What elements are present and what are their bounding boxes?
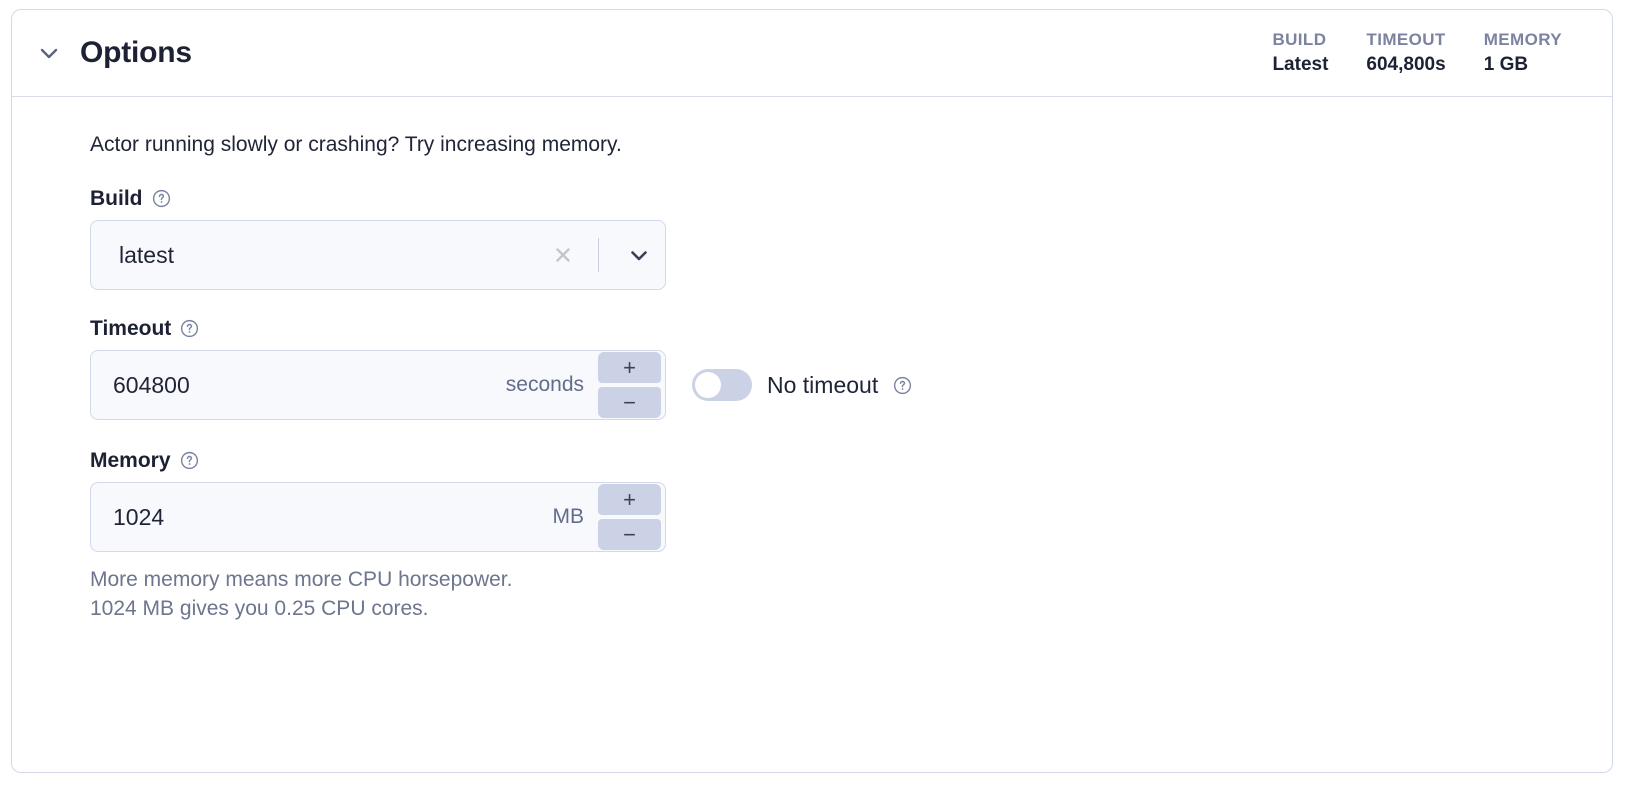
no-timeout-toggle[interactable] [692, 369, 752, 402]
stat-build: BUILD Latest [1272, 29, 1328, 78]
help-circle-icon[interactable] [180, 319, 199, 338]
memory-label: Memory [90, 449, 171, 473]
timeout-label: Timeout [90, 317, 172, 341]
help-circle-icon[interactable] [893, 376, 912, 395]
timeout-label-row: Timeout [90, 318, 1588, 339]
timeout-input-wrapper[interactable]: seconds + − [90, 350, 666, 421]
stat-timeout-label: TIMEOUT [1366, 29, 1446, 49]
memory-decrement-button[interactable]: − [598, 519, 661, 551]
memory-helper-text: More memory means more CPU horsepower. 1… [90, 566, 1588, 623]
memory-label-row: Memory [90, 450, 1588, 471]
page-title: Options [80, 36, 192, 69]
timeout-unit: seconds [505, 373, 584, 397]
panel-header: Options BUILD Latest TIMEOUT 604,800s ME… [12, 10, 1612, 97]
panel-header-left: Options [36, 38, 192, 68]
memory-input-wrapper[interactable]: MB + − [90, 482, 666, 553]
memory-increment-button[interactable]: + [598, 484, 661, 516]
chevron-down-icon[interactable] [36, 40, 62, 66]
help-circle-icon[interactable] [152, 189, 171, 208]
build-label-row: Build [90, 188, 1588, 209]
stat-memory-value: 1 GB [1483, 53, 1529, 75]
build-select[interactable]: latest [90, 220, 666, 291]
memory-input[interactable] [91, 502, 553, 532]
build-label: Build [90, 187, 143, 211]
memory-helper-line-1: More memory means more CPU horsepower. [90, 568, 513, 592]
stat-memory: MEMORY 1 GB [1484, 29, 1562, 78]
no-timeout-label: No timeout [767, 371, 879, 398]
stat-build-label: BUILD [1272, 29, 1327, 49]
close-icon[interactable] [546, 244, 580, 266]
timeout-stepper: + − [598, 352, 665, 419]
help-circle-icon[interactable] [180, 451, 199, 470]
timeout-input[interactable] [91, 370, 506, 400]
options-panel: Options BUILD Latest TIMEOUT 604,800s ME… [11, 9, 1613, 773]
memory-field: Memory MB + − More memory me [90, 450, 1588, 623]
timeout-field: Timeout seconds + − [90, 318, 1588, 421]
timeout-increment-button[interactable]: + [598, 352, 661, 384]
chevron-down-icon[interactable] [613, 243, 665, 267]
build-select-value: latest [119, 241, 174, 268]
stat-build-value: Latest [1272, 53, 1329, 75]
intro-text: Actor running slowly or crashing? Try in… [90, 133, 622, 156]
select-separator [598, 238, 599, 273]
build-field: Build latest [90, 188, 1588, 291]
panel-body: Actor running slowly or crashing? Try in… [12, 97, 1612, 623]
timeout-row: seconds + − No timeout [90, 350, 1588, 421]
timeout-decrement-button[interactable]: − [598, 387, 661, 419]
stat-timeout: TIMEOUT 604,800s [1366, 29, 1445, 78]
stat-timeout-value: 604,800s [1366, 53, 1446, 75]
no-timeout-group: No timeout [692, 369, 912, 402]
stat-memory-label: MEMORY [1483, 29, 1562, 49]
memory-stepper: + − [598, 484, 665, 551]
no-timeout-toggle-knob [695, 372, 721, 399]
header-stats: BUILD Latest TIMEOUT 604,800s MEMORY 1 G… [1272, 29, 1584, 78]
memory-unit: MB [552, 505, 585, 529]
memory-helper-line-2: 1024 MB gives you 0.25 CPU cores. [90, 596, 429, 620]
